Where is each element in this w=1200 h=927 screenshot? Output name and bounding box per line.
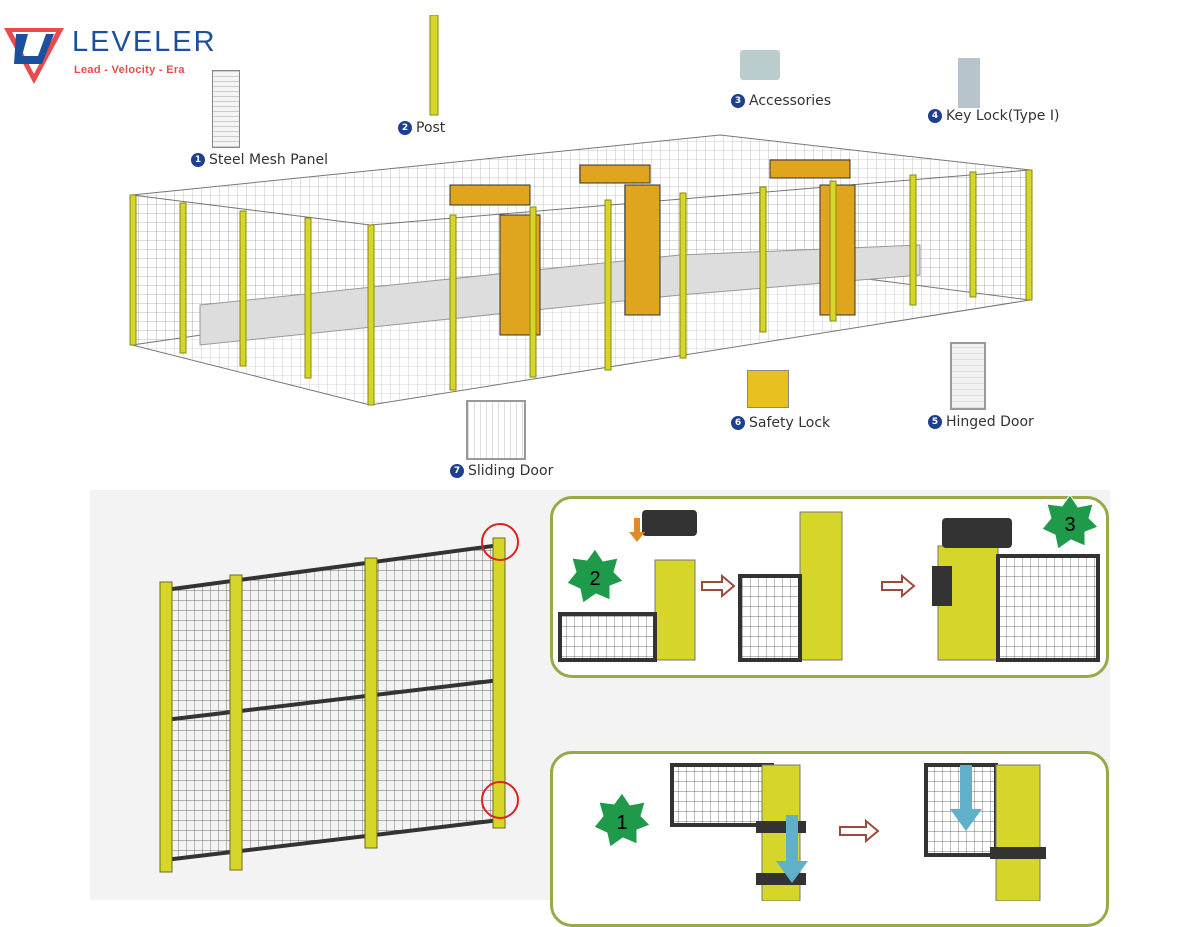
top-clamp-steps-illustration	[558, 510, 1100, 662]
svg-text:2: 2	[589, 568, 600, 590]
hinged-door-thumbnail	[950, 342, 986, 410]
steel-mesh-panel-thumbnail	[212, 70, 240, 148]
step-badge-3: 3	[1041, 494, 1099, 550]
sliding-door-thumbnail	[466, 400, 526, 460]
key-lock-thumbnail	[958, 58, 980, 108]
bottom-clamp-steps-illustration	[670, 763, 1046, 901]
robot-cell-enclosure-illustration	[129, 15, 1033, 406]
brand-name: LEVELER	[72, 26, 217, 58]
step-badge-1: 1	[593, 792, 651, 848]
safety-lock-thumbnail	[747, 370, 789, 408]
brand-tagline: Lead - Velocity - Era	[74, 64, 185, 76]
accessories-thumbnail	[740, 50, 780, 80]
svg-text:1: 1	[616, 812, 627, 834]
fence-panel-assembly-illustration	[159, 523, 519, 873]
step-badge-2: 2	[566, 548, 624, 604]
svg-text:3: 3	[1064, 514, 1075, 536]
leveler-logo-icon	[4, 28, 64, 84]
